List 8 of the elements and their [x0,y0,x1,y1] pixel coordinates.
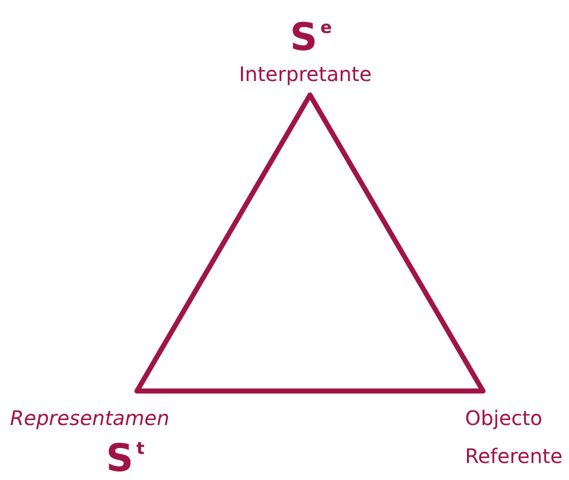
vertex-label: Referente [465,446,563,466]
triangle-side [134,388,486,394]
sign-symbol: S$^{e}$ [290,18,332,56]
triangle-side [308,92,486,394]
sign-symbol: S$^{t}$ [106,439,145,477]
vertex-label: Objecto [465,408,542,428]
vertex-label: Interpretante [239,64,372,84]
vertex-label: Representamen [10,408,170,428]
